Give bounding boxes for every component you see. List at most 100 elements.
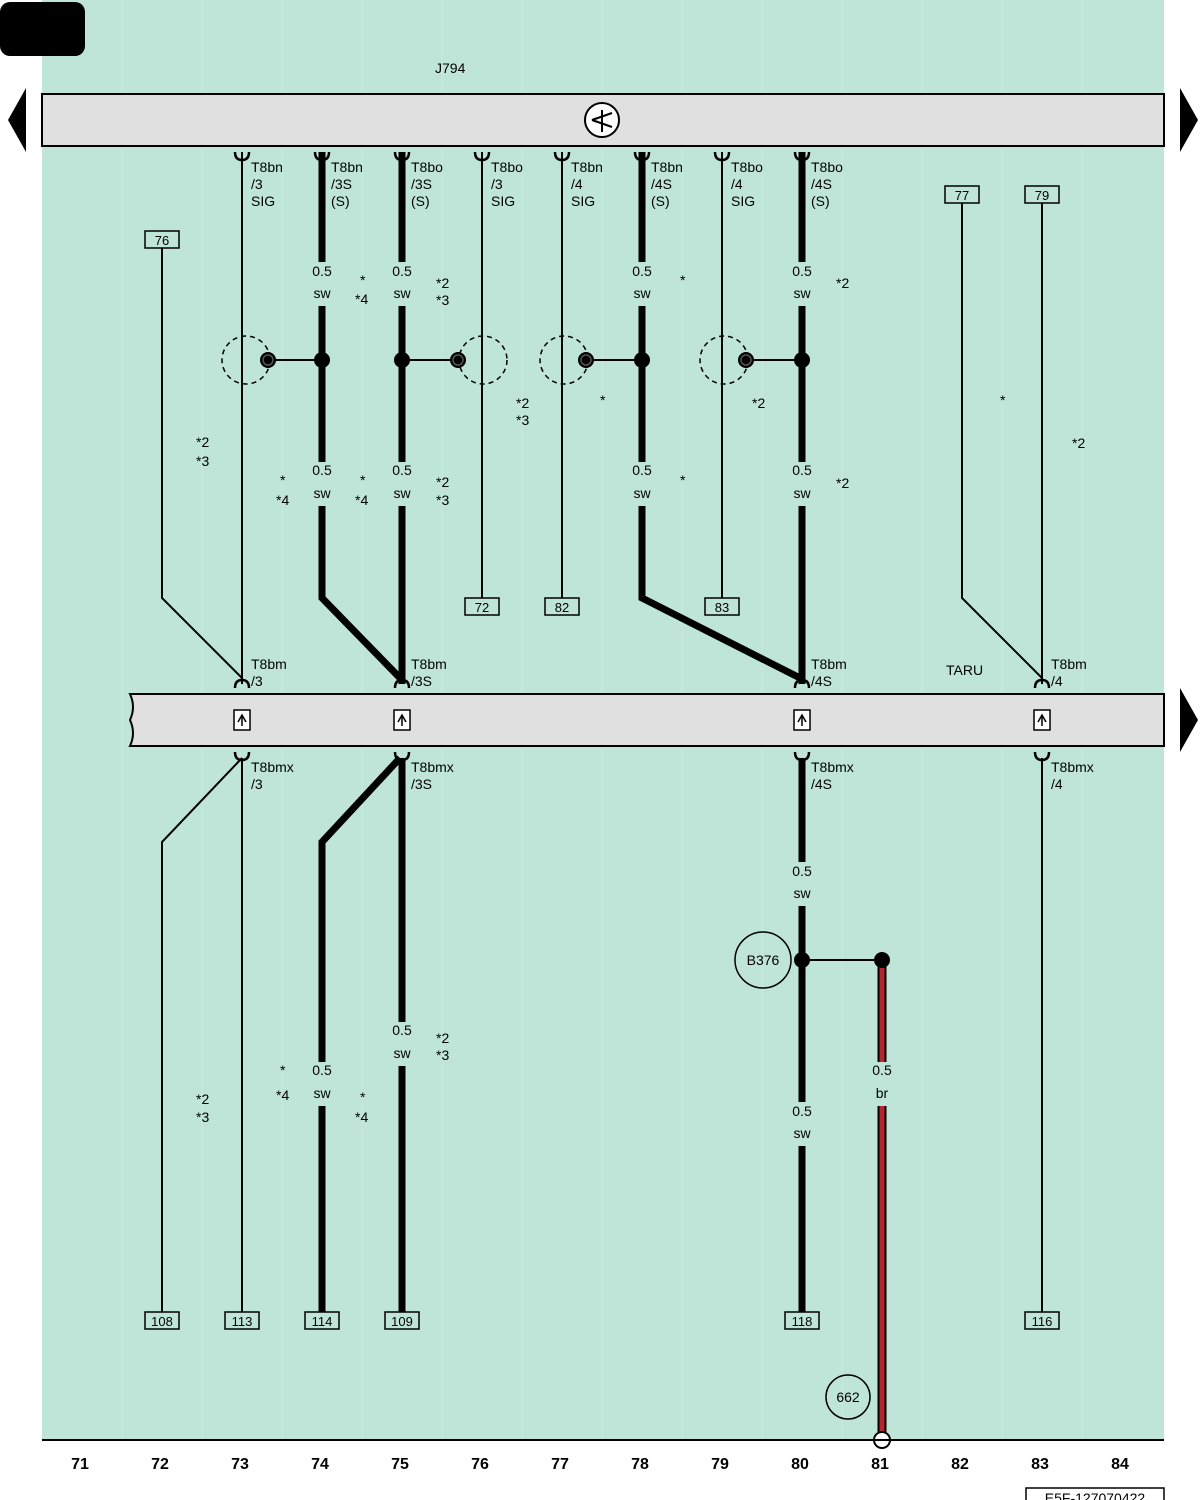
pin-label: T8bm [411, 656, 447, 672]
pin-label: /3 [251, 776, 263, 792]
wire-label: 0.5 [312, 462, 332, 478]
module-mid-label: TARU [946, 662, 983, 678]
footnote: * [680, 272, 686, 288]
footnote: *2 [436, 1030, 449, 1046]
pin-label: T8bmx [251, 759, 294, 775]
pin-label: /3S [411, 176, 432, 192]
mid-top-pin-labels: T8bm /3 T8bm /3S T8bm /4S T8bm /4 [251, 656, 1087, 689]
page-tab [0, 2, 85, 56]
module-top-label: J794 [435, 60, 466, 76]
wire-label: sw [793, 285, 811, 301]
column-number: 84 [1111, 1456, 1129, 1473]
pin-label: SIG [491, 193, 515, 209]
pin-label: (S) [811, 193, 830, 209]
footnote: *3 [516, 412, 529, 428]
wire-label: sw [393, 285, 411, 301]
svg-text:109: 109 [391, 1314, 413, 1329]
junction-dot [314, 352, 330, 368]
svg-text:76: 76 [155, 233, 169, 248]
next-page-arrow-lower-icon[interactable] [1180, 688, 1198, 752]
document-code: E5F-127070422 [1025, 1487, 1165, 1500]
column-number: 74 [311, 1456, 329, 1473]
wire-label: 0.5 [312, 1062, 332, 1078]
pin-label: (S) [411, 193, 430, 209]
footnote: *2 [436, 474, 449, 490]
ref-box: 114 [304, 1311, 340, 1330]
footnote: * [1000, 392, 1006, 408]
footnote: * [360, 472, 366, 488]
svg-text:E5F-127070422: E5F-127070422 [1045, 1490, 1146, 1500]
pin-label: /3S [331, 176, 352, 192]
footnote: *2 [836, 475, 849, 491]
wire-label: sw [633, 285, 651, 301]
footnote: *2 [436, 275, 449, 291]
footnote: *4 [355, 291, 368, 307]
footnote: * [680, 472, 686, 488]
pin-label: SIG [571, 193, 595, 209]
ref-box: 79 [1024, 185, 1060, 204]
pin-label: (S) [651, 193, 670, 209]
footnote: * [360, 1089, 366, 1105]
next-page-arrow-icon[interactable] [1180, 88, 1198, 152]
footnote: *2 [836, 275, 849, 291]
wire-labels: 0.5 sw 0.5 sw 0.5 sw 0.5 sw 0.5 sw 0.5 s… [312, 263, 892, 1141]
column-number: 72 [151, 1456, 169, 1473]
wire [318, 755, 403, 1062]
ref-box: 77 [944, 185, 980, 204]
footnote: *2 [196, 1091, 209, 1107]
reference-boxes: 76 77 79 72 82 83 108 113 114 109 118 11… [144, 185, 1060, 1330]
footnote: *4 [355, 492, 368, 508]
ground-point-b376: B376 [734, 931, 792, 989]
column-number: 71 [71, 1456, 89, 1473]
wire-label: 0.5 [632, 462, 652, 478]
connector-icon [793, 709, 811, 731]
wire-label: sw [793, 1125, 811, 1141]
wire-label: 0.5 [792, 863, 812, 879]
ground-point-662: 662 [825, 1374, 871, 1420]
pin-label: (S) [331, 193, 350, 209]
thin-wires [161, 152, 1043, 1312]
wire-label: 0.5 [392, 1022, 412, 1038]
wire-label: 0.5 [792, 462, 812, 478]
top-pin-labels: T8bn /3 SIG T8bn /3S (S) T8bo /3S (S) T8… [251, 159, 843, 209]
pin-label: /4 [1051, 776, 1063, 792]
footnote: * [600, 392, 606, 408]
pin-label: /4 [731, 176, 743, 192]
footnote: *2 [752, 395, 765, 411]
footnote: *3 [436, 292, 449, 308]
wire-label: sw [393, 485, 411, 501]
pin-label: T8bo [731, 159, 763, 175]
ref-box: 113 [224, 1311, 260, 1330]
wire-label: br [876, 1085, 889, 1101]
wire [318, 506, 403, 681]
footnote: *3 [196, 1109, 209, 1125]
column-number: 78 [631, 1456, 649, 1473]
wire-label: sw [633, 485, 651, 501]
pin-label: T8bn [571, 159, 603, 175]
svg-text:B376: B376 [747, 952, 780, 968]
ground-symbol-icon [584, 102, 620, 138]
pin-label: /4S [811, 776, 832, 792]
connector-icons [233, 709, 1051, 731]
footnote: *2 [1072, 435, 1085, 451]
column-number: 73 [231, 1456, 249, 1473]
footnote: *2 [516, 395, 529, 411]
column-number: 75 [391, 1456, 409, 1473]
wire-label: sw [313, 1085, 331, 1101]
footnote: *2 [196, 434, 209, 450]
junction-dot [794, 352, 810, 368]
pin-label: /3S [411, 673, 432, 689]
svg-text:79: 79 [1035, 188, 1049, 203]
junction-dot [874, 952, 890, 968]
junction-dot-highlights [262, 354, 752, 366]
footnote: *4 [276, 492, 289, 508]
pin-label: /4 [1051, 673, 1063, 689]
pin-label: T8bmx [411, 759, 454, 775]
ref-box: 116 [1024, 1311, 1060, 1330]
pin-label: /3S [411, 776, 432, 792]
prev-page-arrow-icon[interactable] [8, 88, 26, 152]
mid-bottom-pin-labels: T8bmx /3 T8bmx /3S T8bmx /4S T8bmx /4 [251, 759, 1094, 792]
wire-label: 0.5 [632, 263, 652, 279]
ref-box: 82 [544, 597, 580, 616]
